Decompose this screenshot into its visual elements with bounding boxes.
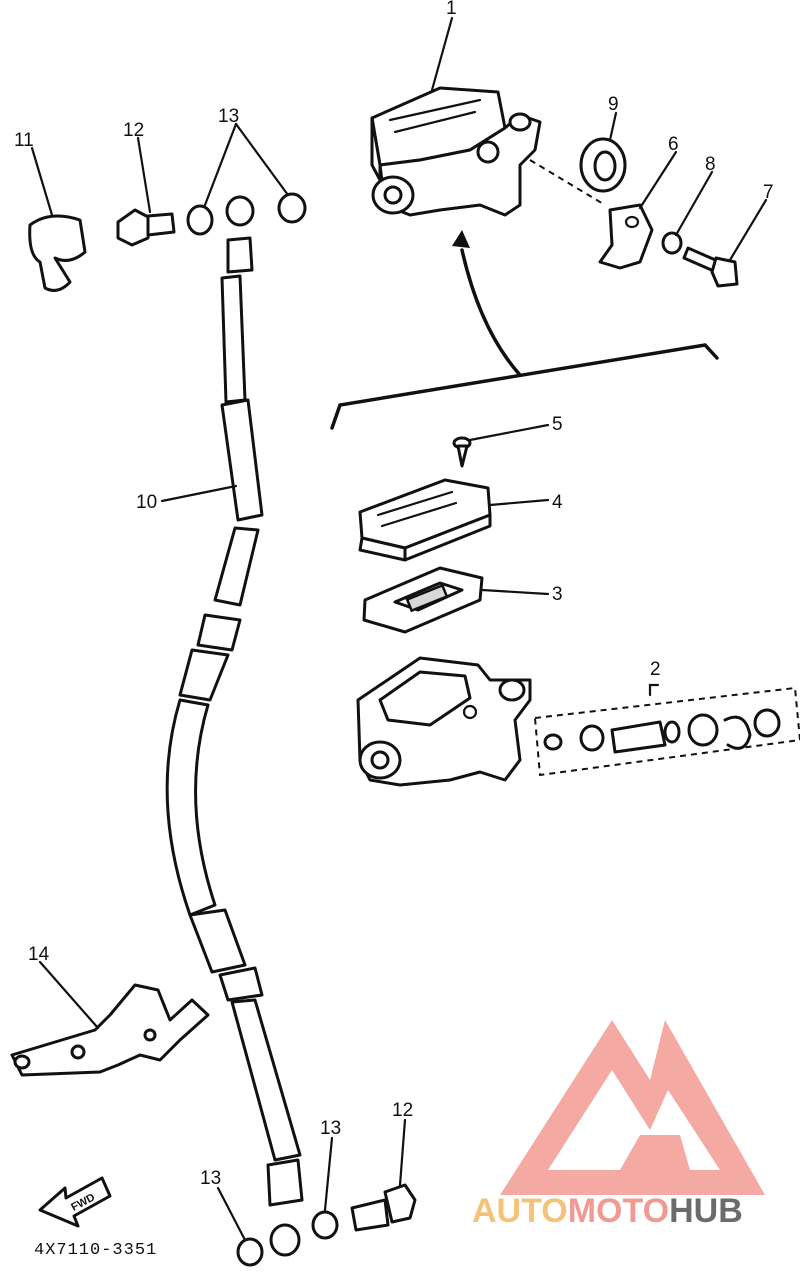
- piston-kit-part-2: [533, 683, 800, 777]
- bolt-part-7: [682, 246, 739, 288]
- label-part-3: 3: [552, 584, 563, 605]
- label-part-13-bottom: 13: [200, 1168, 221, 1189]
- washer-part-8: [661, 231, 683, 255]
- hose-guide-part-14: [10, 983, 210, 1077]
- master-cylinder-body: [356, 656, 532, 787]
- watermark-logo: [500, 1020, 765, 1195]
- washer-part-13-bottom-a: [236, 1237, 264, 1267]
- label-part-12-bottom: 12: [392, 1100, 413, 1121]
- watermark-moto: MOTO: [568, 1192, 669, 1230]
- screw-part-5: [452, 436, 472, 468]
- label-part-5: 5: [552, 414, 563, 435]
- label-part-9: 9: [608, 94, 619, 115]
- label-part-11: 11: [14, 130, 34, 151]
- label-part-7: 7: [763, 182, 774, 203]
- leader-lines: [30, 16, 768, 1242]
- washer-part-13-bottom-b: [311, 1210, 339, 1240]
- label-part-10: 10: [136, 492, 157, 513]
- group-bracket: [330, 343, 719, 430]
- master-cylinder-assembly: [370, 86, 606, 217]
- label-part-12-top: 12: [123, 120, 144, 141]
- cap-part-11: [28, 214, 87, 292]
- dust-boot-part-9: [579, 137, 627, 193]
- washer-part-13-top-a: [186, 204, 214, 236]
- washer-part-13-top-b: [277, 192, 307, 224]
- label-part-1: 1: [446, 0, 457, 19]
- diagram-code: 4X7110-3351: [34, 1241, 157, 1260]
- brake-hose-part-10: [165, 195, 304, 1257]
- label-part-13-mid: 13: [320, 1118, 341, 1139]
- label-part-13-top: 13: [218, 106, 239, 127]
- diaphragm-part-3: [362, 566, 484, 634]
- label-part-8: 8: [705, 154, 716, 175]
- watermark-hub: HUB: [669, 1192, 743, 1230]
- label-part-14: 14: [28, 944, 50, 965]
- watermark-text: AUTOMOTOHUB: [472, 1192, 743, 1230]
- assembly-arrow: [460, 248, 522, 377]
- union-bolt-part-12-bottom: [350, 1183, 417, 1232]
- assembly-arrow-head: [452, 230, 470, 248]
- holder-part-6: [598, 203, 654, 270]
- reservoir-cap-part-4: [358, 478, 492, 562]
- union-bolt-part-12-top: [116, 208, 176, 247]
- watermark-auto: AUTO: [472, 1192, 568, 1230]
- label-part-6: 6: [668, 134, 679, 155]
- label-part-2: 2: [650, 659, 661, 680]
- fwd-arrow: FWD: [38, 1176, 112, 1228]
- label-part-4: 4: [552, 492, 563, 513]
